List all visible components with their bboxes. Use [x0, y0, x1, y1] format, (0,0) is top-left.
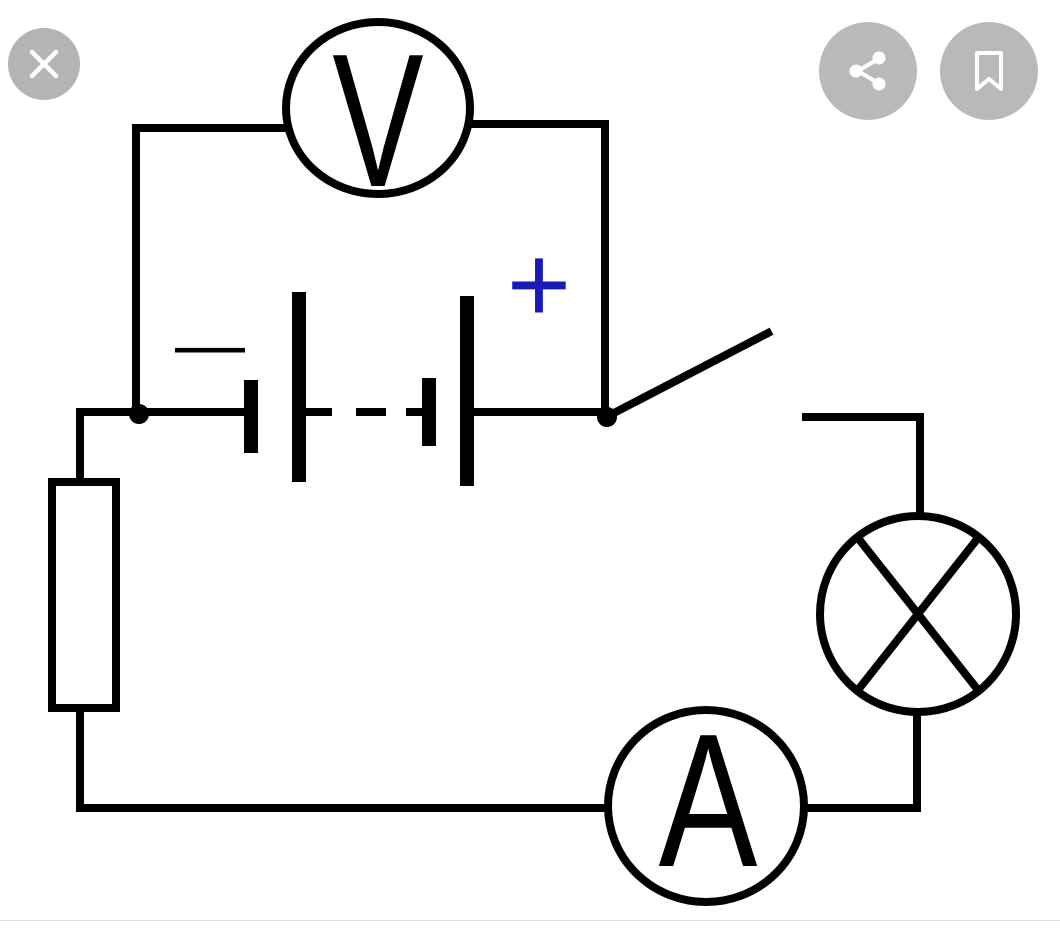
- lamp-symbol: [816, 512, 1020, 716]
- bottom-strip: [0, 921, 1060, 935]
- save-button[interactable]: [940, 22, 1038, 120]
- share-button[interactable]: [819, 22, 917, 120]
- bottom-divider: [0, 920, 1060, 921]
- close-icon: [29, 49, 59, 79]
- resistor-symbol: [48, 478, 120, 712]
- battery-plate-long-1: [292, 292, 306, 482]
- close-button[interactable]: [8, 28, 80, 100]
- battery-plate-long-2: [460, 296, 474, 486]
- switch-contact-wire: [802, 413, 924, 520]
- voltmeter-symbol: [282, 18, 474, 198]
- bookmark-icon: [975, 51, 1003, 91]
- lamp-cross-b: [852, 532, 984, 696]
- junction-dot-left: [129, 404, 149, 424]
- battery-plus-label: +: [507, 223, 571, 346]
- voltmeter-label: V: [332, 15, 423, 227]
- share-icon: [849, 51, 886, 91]
- ammeter-label: A: [659, 695, 758, 907]
- battery-minus-label: —: [175, 305, 245, 383]
- ammeter-symbol: [604, 706, 808, 906]
- switch-lever: [606, 327, 774, 420]
- voltmeter-right-wire: [468, 120, 609, 417]
- voltmeter-left-wire: [132, 124, 291, 417]
- battery-plate-short-1: [244, 380, 258, 453]
- battery-plate-short-2: [422, 378, 436, 446]
- junction-dot-right: [597, 407, 617, 427]
